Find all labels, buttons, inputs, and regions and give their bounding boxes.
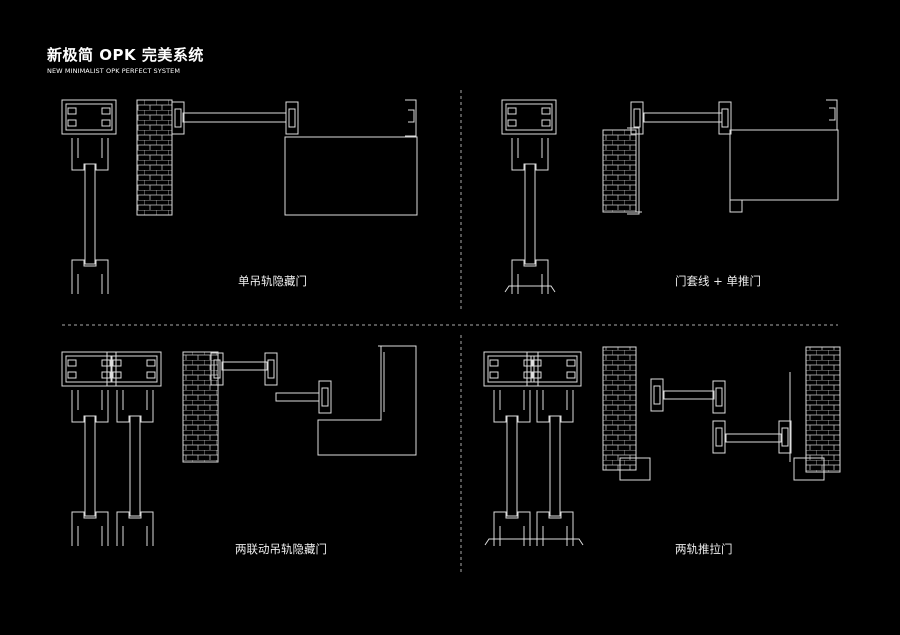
door-leaf-plan [182, 112, 287, 123]
frame-clip-right [319, 381, 331, 413]
panel-double-linked-hanging-door-drawing [62, 345, 417, 546]
frame-clip-mid-1 [713, 381, 725, 413]
page-title: 新极简 OPK 完美系统 [47, 46, 204, 64]
door-leaf-plan-2 [275, 392, 320, 402]
frame-clip-left [631, 102, 643, 134]
brick-wall-left [602, 346, 637, 471]
door-leaf-plan-1 [663, 390, 715, 400]
brick-wall [136, 99, 173, 216]
door-leaf-plan [643, 112, 723, 123]
brick-wall [182, 351, 219, 463]
wall-bracket [405, 99, 417, 137]
panel-label-double-linked-hanging-door: 两联动吊轨隐藏门 [235, 542, 327, 556]
door-profile-section-2 [107, 352, 161, 546]
frame-right [789, 372, 825, 481]
brick-wall [602, 129, 637, 213]
panel-door-casing-single-push-drawing [502, 99, 839, 294]
door-profile-section [62, 100, 116, 294]
panel-two-track-sliding-door-drawing [484, 346, 841, 546]
door-profile-section-1 [62, 352, 116, 546]
frame-clip-mid-2 [713, 421, 725, 453]
panel-single-hanging-door-drawing [62, 99, 418, 294]
wall-block-l-shape [317, 345, 417, 456]
door-profile-section-2 [527, 352, 581, 546]
door-casing-right [729, 200, 743, 213]
floor-track [504, 285, 556, 293]
door-profile-section [502, 100, 556, 294]
frame-clip-left [651, 379, 663, 411]
frame-left [619, 370, 651, 481]
wall-block [284, 136, 418, 216]
floor-track [484, 538, 584, 546]
frame-clip-right [719, 102, 731, 134]
panel-label-single-hanging-door: 单吊轨隐藏门 [238, 274, 307, 288]
panel-label-two-track-sliding-door: 两轨推拉门 [675, 542, 733, 556]
wall-block [729, 129, 839, 201]
door-leaf-plan-1 [221, 361, 268, 371]
door-casing-left [624, 127, 642, 215]
frame-clip-left [172, 102, 184, 134]
frame-clip-right [286, 102, 298, 134]
door-leaf-plan-2 [725, 433, 782, 443]
door-profile-section-1 [484, 352, 538, 546]
brick-wall-right [805, 346, 841, 473]
page-subtitle: NEW MINIMALIST OPK PERFECT SYSTEM [47, 67, 181, 75]
wall-bracket [826, 99, 838, 131]
panel-label-door-casing-single-push: 门套线 + 单推门 [675, 274, 761, 288]
